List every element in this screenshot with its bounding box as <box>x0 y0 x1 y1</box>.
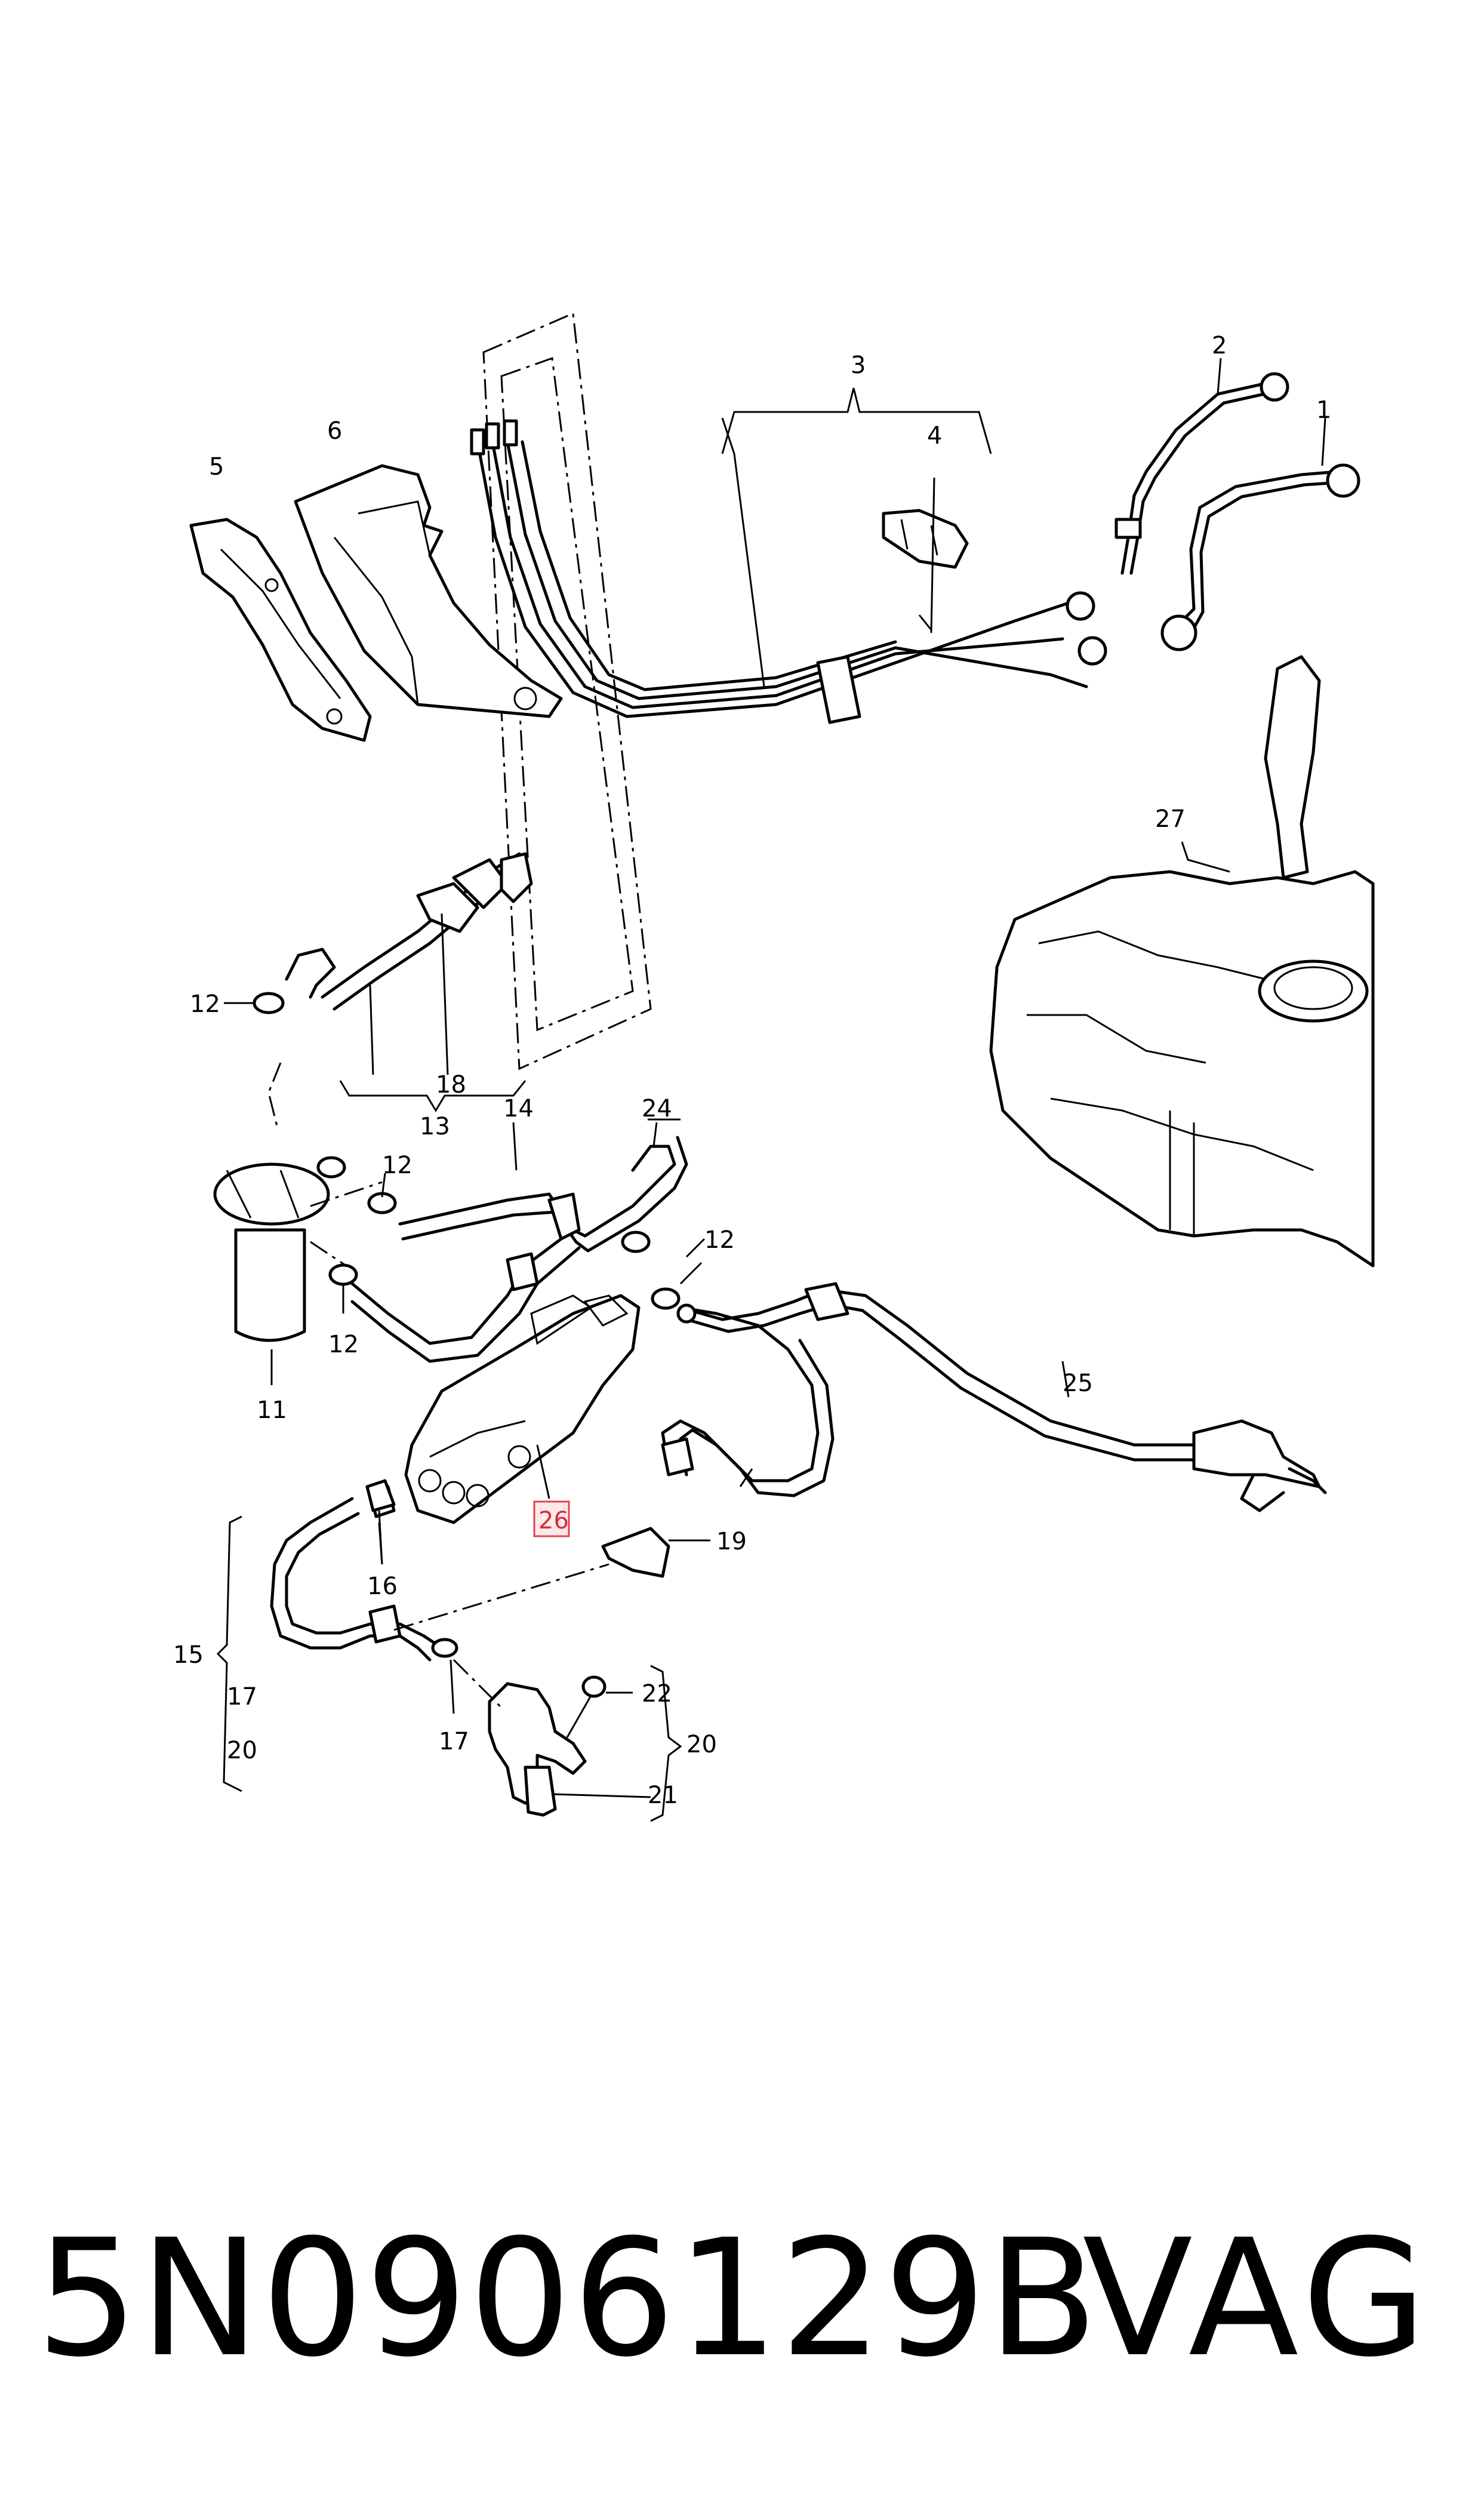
callout-20-a: 20 <box>686 1731 717 1758</box>
callout-16: 16 <box>367 1573 398 1600</box>
callout-21: 21 <box>648 1782 678 1809</box>
callout-12-b: 12 <box>382 1152 412 1179</box>
callout-26-highlight[interactable]: 26 <box>533 1500 570 1537</box>
callout-11: 11 <box>257 1397 287 1424</box>
callout-17-a: 17 <box>439 1728 469 1755</box>
part-5-bracket <box>189 518 372 742</box>
part-1-pipe <box>1160 358 1360 651</box>
callout-4: 4 <box>927 422 942 450</box>
part-13-hose-assembly <box>285 852 533 1112</box>
part-20-valve <box>216 1515 682 1822</box>
part-4-clip <box>882 477 969 633</box>
part-26-charcoal-canister <box>404 1294 641 1524</box>
routing-frame <box>482 312 652 1071</box>
part-3-fuel-line-bundle <box>470 387 1107 724</box>
callout-5: 5 <box>209 453 224 481</box>
callout-27: 27 <box>1155 805 1186 833</box>
callout-26: 26 <box>538 1507 569 1534</box>
part-25-line <box>676 1282 1327 1512</box>
clip-12 <box>224 992 706 1314</box>
callout-24: 24 <box>642 1095 672 1122</box>
brand-name: VAG <box>1082 2204 1433 2392</box>
callout-14: 14 <box>503 1095 534 1122</box>
callout-18: 18 <box>436 1071 466 1099</box>
callout-3: 3 <box>851 352 866 379</box>
callout-20-b: 20 <box>227 1737 257 1764</box>
callout-22: 22 <box>642 1680 672 1708</box>
callout-6: 6 <box>327 417 342 445</box>
callout-17-b: 17 <box>227 1683 257 1711</box>
hose-near-19 <box>601 1306 835 1578</box>
hose-14-24 <box>350 1118 688 1363</box>
callout-2: 2 <box>1212 332 1227 359</box>
part-16-clip <box>365 1479 396 1565</box>
callout-labels: 1 2 3 4 5 6 11 12 12 12 12 13 14 15 16 1… <box>173 332 1331 1809</box>
callout-13: 13 <box>420 1113 450 1140</box>
footer: 5N0906129B VAG <box>36 2203 1457 2394</box>
callout-19: 19 <box>716 1528 747 1555</box>
callout-15: 15 <box>173 1641 204 1669</box>
callout-25: 25 <box>1063 1370 1093 1397</box>
part-6-cover <box>294 464 563 718</box>
part-number: 5N0906129B <box>36 2204 1100 2392</box>
callout-1: 1 <box>1316 396 1331 424</box>
part-11-fuel-filter <box>213 1062 383 1385</box>
callout-12-c: 12 <box>328 1331 359 1358</box>
callout-12-a: 12 <box>190 991 220 1018</box>
part-27-fuel-tank <box>989 655 1375 1268</box>
callout-12-d: 12 <box>704 1226 735 1254</box>
